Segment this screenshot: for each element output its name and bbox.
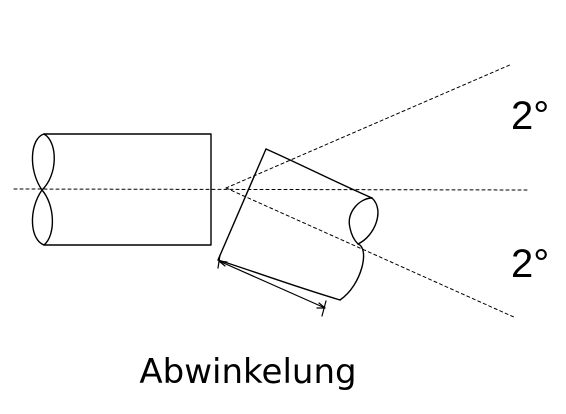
upper-angle-ray xyxy=(225,63,513,189)
diagram-caption: Abwinkelung xyxy=(139,352,357,392)
right-shaft xyxy=(217,148,379,301)
left-shaft xyxy=(31,133,212,246)
length-dimension xyxy=(217,254,327,317)
lower-angle-label: 2° xyxy=(511,242,550,286)
centerline-axis xyxy=(13,188,529,191)
upper-angle-label: 2° xyxy=(511,94,550,138)
lower-angle-ray xyxy=(225,187,517,319)
